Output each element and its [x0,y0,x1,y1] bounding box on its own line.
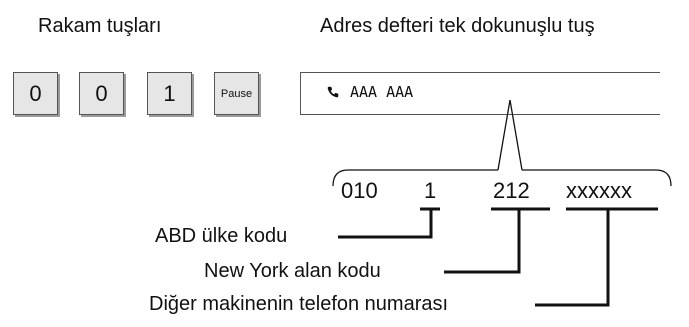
number-local: xxxxxx [566,178,632,203]
number-country-code: 1 [424,178,437,203]
address-key-content: AAA AAA [326,83,413,101]
phone-icon [327,86,339,98]
digit-key-1[interactable]: 1 [147,72,192,115]
annotation-country-code: ABD ülke kodu [155,225,288,247]
address-book-one-touch-key[interactable]: AAA AAA [300,72,660,115]
number-area-code: 212 [493,178,530,203]
pause-key[interactable]: Pause [214,72,259,115]
number-prefix: 010 [341,178,378,203]
address-entry-name: AAA AAA [350,83,414,101]
digit-key-0-second[interactable]: 0 [79,72,124,115]
annotation-phone-number: Diğer makinenin telefon numarası [149,293,449,315]
addressbook-title: Adres defteri tek dokunuşlu tuş [320,15,595,37]
keypad-title: Rakam tuşları [38,15,162,37]
digit-key-0[interactable]: 0 [13,72,58,115]
annotation-area-code: New York alan kodu [204,260,381,282]
